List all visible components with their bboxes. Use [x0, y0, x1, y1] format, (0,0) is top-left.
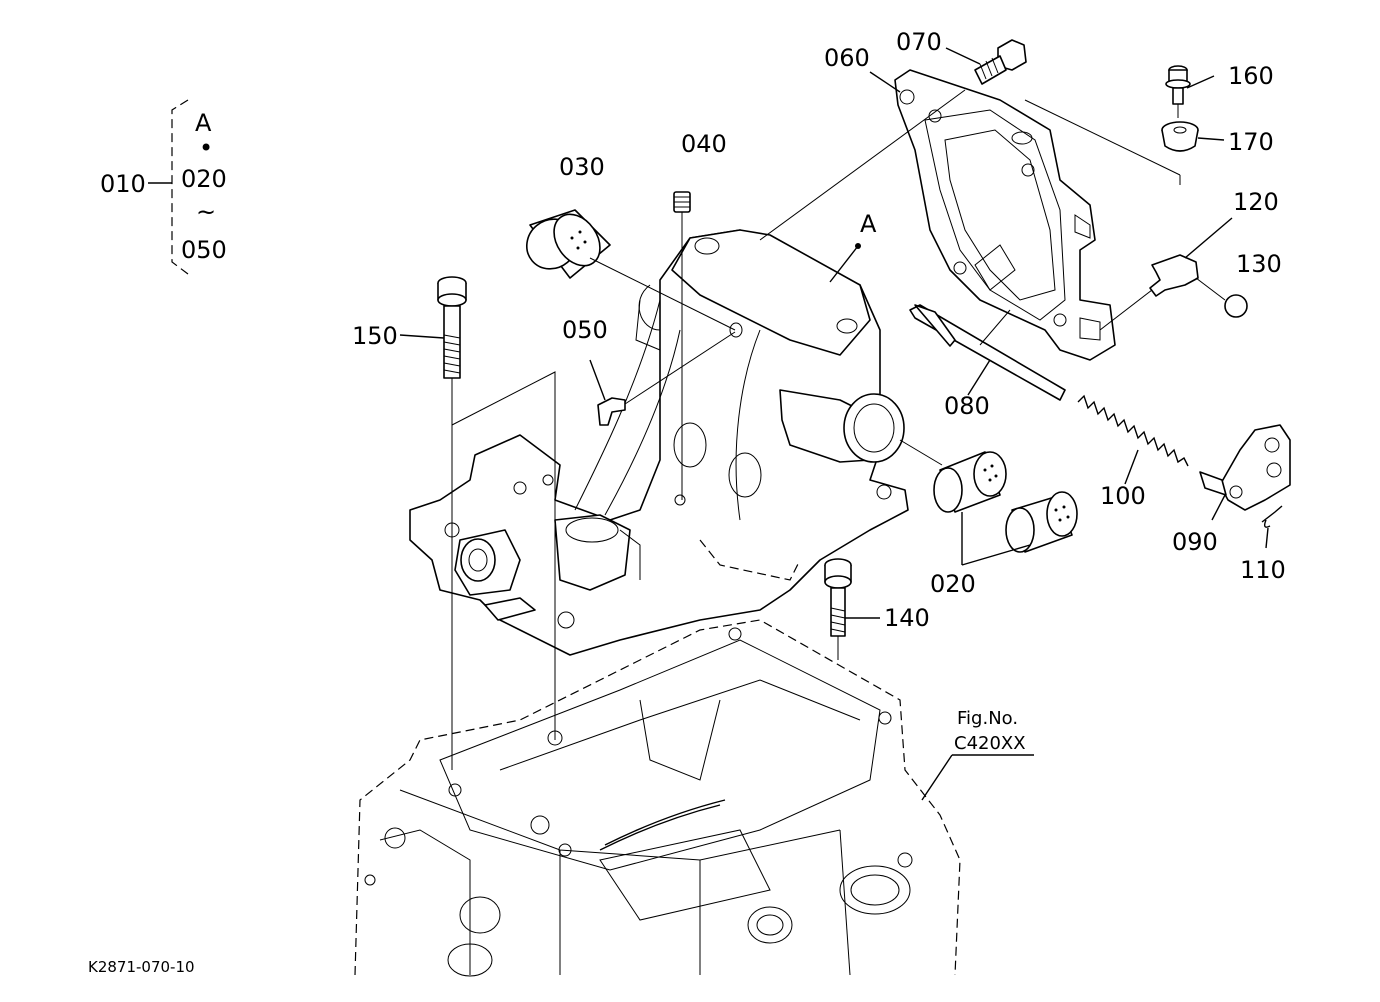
callout-020: 020	[930, 570, 976, 598]
group-item-020: 020	[181, 165, 227, 193]
part-140-bolt	[824, 558, 880, 660]
part-020-bushings	[899, 439, 1078, 566]
transmission-case	[354, 619, 961, 977]
part-090-arm	[1199, 424, 1291, 521]
main-housing	[409, 229, 909, 656]
part-110-pin	[1261, 505, 1283, 549]
part-160-bolt	[1165, 65, 1215, 118]
callout-040: 040	[681, 130, 727, 158]
figure-reference-label: Fig.No.	[957, 708, 1018, 729]
callout-140: 140	[884, 604, 930, 632]
part-120-clip	[1099, 217, 1233, 331]
group-item-a: A	[195, 109, 212, 137]
callout-090: 090	[1172, 528, 1218, 556]
callout-100: 100	[1100, 482, 1146, 510]
callout-070: 070	[896, 28, 942, 56]
figure-reference-value: C420XX	[954, 733, 1026, 754]
callout-080: 080	[944, 392, 990, 420]
callout-050: 050	[562, 316, 608, 344]
part-030-bushing	[526, 209, 736, 331]
part-080-rod	[909, 304, 1066, 401]
group-item-050: 050	[181, 236, 227, 264]
part-050-elbow	[589, 331, 736, 426]
group-dot-marker: •	[199, 134, 213, 162]
part-100-spring	[1077, 394, 1189, 485]
part-130-ball	[1195, 277, 1248, 318]
callout-labels: 030 040 050 060 070 080 090 100 110 120 …	[352, 28, 1286, 632]
part-150-bolt	[399, 276, 556, 770]
callout-160: 160	[1228, 62, 1274, 90]
marker-a-label: A	[860, 210, 877, 238]
part-170-washer	[1161, 121, 1225, 152]
callout-110: 110	[1240, 556, 1286, 584]
callout-030: 030	[559, 153, 605, 181]
callout-120: 120	[1233, 188, 1279, 216]
group-bracket: 010 A • 020 ~ 050	[100, 99, 227, 275]
callout-170: 170	[1228, 128, 1274, 156]
group-range-marker: ~	[196, 198, 216, 226]
figure-reference: Fig.No. C420XX	[921, 708, 1034, 801]
part-070-bolt	[945, 39, 1027, 85]
figure-code: K2871-070-10	[88, 958, 195, 976]
part-040-plug	[673, 191, 691, 500]
callout-060: 060	[824, 44, 870, 72]
group-main-label: 010	[100, 170, 146, 198]
callout-130: 130	[1236, 250, 1282, 278]
marker-a: A	[829, 210, 877, 283]
part-060-cover	[759, 69, 1181, 361]
callout-150: 150	[352, 322, 398, 350]
